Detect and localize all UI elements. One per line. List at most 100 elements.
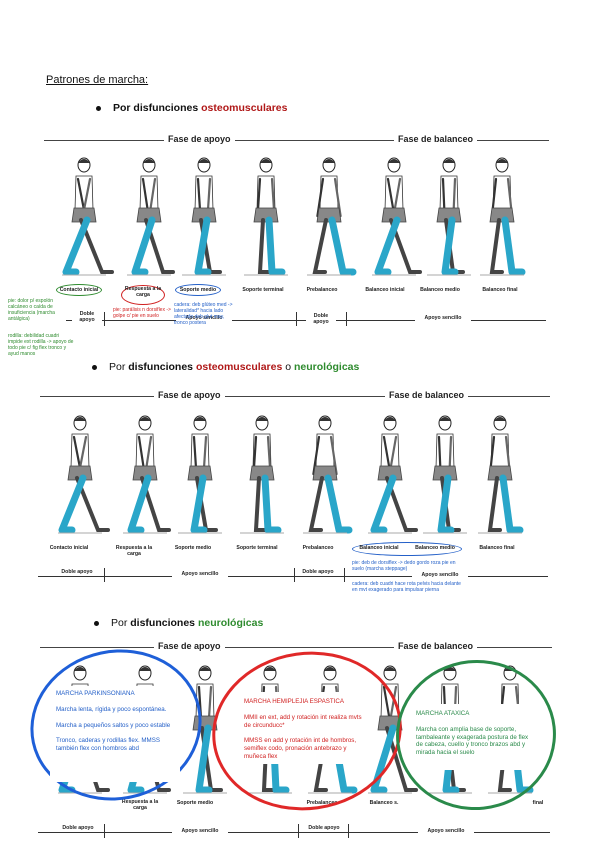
bullet-icon [94,620,99,626]
phase-label: Balanceo s. [369,800,399,806]
single-support-label: Apoyo sencillo [415,315,471,322]
phase-support-label: Fase de apoyo [154,641,225,651]
bullet-icon [96,105,101,111]
gait-figures-2 [58,415,524,534]
section1-highlight: osteomusculares [201,102,288,114]
phase-support-label: Fase de apoyo [154,390,225,400]
walking-figure [127,157,175,276]
phase-label: Prebalanceo [302,545,334,551]
walking-figure [123,415,171,534]
red-circle-annotation [121,285,165,305]
walking-figure [178,415,222,534]
walking-figure [427,157,471,276]
section2-bold: disfunciones [128,361,196,373]
section1-prefix: Por disfunciones [113,102,202,114]
phase-support-label: Fase de apoyo [164,134,235,144]
parkinson-line: Marcha lenta, rígida y poco espontánea. [56,705,167,713]
phase-swing-label: Fase de balanceo [385,390,469,400]
hemiplejia-note: MARCHA HEMIPLEJIA ESPASTICA MMII en ext,… [244,698,368,761]
parkinson-line: Marcha a pequeños saltos y poco estable [56,721,171,729]
walking-figure [423,415,467,534]
note-blue-foot: pie: deb de dorsiflex -> dedo gordo roza… [352,560,456,572]
section3-highlight: neurológicas [197,617,264,629]
parkinson-line: Tronco, caderas y rodillas flex. MMSS ta… [56,737,160,752]
single-support-label: Apoyo sencillo [418,828,474,835]
section3-bold: disfunciones [130,617,198,629]
bullet-icon [92,364,97,370]
phase-label: Balanceo inicial [365,287,405,293]
parkinson-title: MARCHA PARKINSONIANA [56,690,135,697]
double-support-label: Doble apoyo [308,825,340,832]
walking-figure [480,157,526,276]
phase-label: Respuesta a la carga [115,545,153,557]
walking-figure [58,415,110,534]
double-support-label: Doble apoyo [62,825,94,832]
note-green-knee: rodilla: debilidad cuadri impide ext rod… [8,333,74,357]
phase-label: Soporte medio [176,800,214,806]
ataxica-title: MARCHA ATAXICA [416,710,470,717]
phase-swing-label: Fase de balanceo [394,134,478,144]
phase-label: Balanceo final [479,545,515,551]
hemiplejia-line: MMSS en add y rotación int de hombros, s… [244,737,357,760]
section2-highlight2: neurológicas [294,361,360,373]
single-support-label: Apoyo sencillo [172,828,228,835]
walking-figure [478,415,524,534]
blue-circle-annotation [175,284,221,296]
walking-figure [182,157,226,276]
phase-label: Respuesta a la carga [121,799,159,811]
section2-highlight1: osteomusculares [195,361,283,373]
double-support-label: Doble apoyo [72,311,102,324]
phase-label: Soporte medio [179,287,217,293]
phase-label: Prebalanceo [306,800,338,806]
section2-heading: Por disfunciones osteomusculares o neuro… [92,361,359,373]
phase-label: Contacto inicial [59,287,99,293]
walking-figure [307,157,357,276]
hemiplejia-title: MARCHA HEMIPLEJIA ESPASTICA [244,698,344,705]
double-support-label: Doble apoyo [60,569,94,576]
note-green-foot: pie: dolor p/ espolón calcáneo o caída d… [8,298,55,322]
phase-label: Balanceo final [482,287,518,293]
walking-figure [303,415,353,534]
phase-label: Respuesta a la carga [124,286,162,298]
ataxica-line: Marcha con amplia base de soporte, tamba… [416,725,529,756]
section1-heading: Por disfunciones osteomusculares [96,102,287,114]
note-blue-hip: cadera: deb glúteo med -> lateralidad* h… [174,302,233,326]
walking-figure [368,415,418,534]
single-support-label: Apoyo sencillo [412,572,468,579]
blue-circle-annotation [352,542,462,556]
ataxica-note: MARCHA ATAXICA Marcha con amplia base de… [416,710,532,757]
hemiplejia-line: MMII en ext, add y rotación int realiza … [244,713,362,729]
section2-mid: o [282,361,295,373]
phase-label: Balanceo inicial [359,545,399,551]
phase-label: Soporte terminal [236,545,278,551]
section3-heading: Por disfunciones neurológicas [94,617,263,629]
note-red-foot: pie: parálisis n dorsiflex -> golpe c/ p… [113,307,171,319]
walking-figure [372,157,422,276]
phase-label: Prebalanceo [306,287,338,293]
gait-figures-1 [62,157,526,276]
walking-figure [183,665,227,794]
walking-figure [62,157,114,276]
phase-bar-1: Fase de apoyo Fase de balanceo [44,134,549,146]
section2-prefix: Por [109,361,129,373]
phase-label: Soporte medio [174,545,212,551]
double-support-label: Doble apoyo [302,569,334,576]
phase-label: Balanceo medio [420,287,460,293]
parkinson-note: MARCHA PARKINSONIANA Marcha lenta, rígid… [56,690,180,753]
section3-prefix: Por [111,617,131,629]
phase-label: Soporte terminal [242,287,284,293]
walking-figure [240,415,284,534]
walking-figure [368,665,418,794]
phase-label: final [532,800,544,806]
phase-label: Balanceo medio [415,545,455,551]
phase-label: Contacto inicial [49,545,89,551]
phase-swing-label: Fase de balanceo [394,641,478,651]
single-support-label: Apoyo sencillo [176,315,232,322]
note-blue-hip: cadera: deb cuadri hace rota pelvis haci… [352,581,461,593]
phase-bar-2: Fase de apoyo Fase de balanceo [40,390,550,402]
double-support-label: Doble apoyo [306,313,336,326]
walking-figure [244,157,288,276]
page-title: Patrones de marcha: [46,74,149,86]
green-circle-annotation [56,284,102,296]
phase-bar-3: Fase de apoyo Fase de balanceo [40,641,552,653]
